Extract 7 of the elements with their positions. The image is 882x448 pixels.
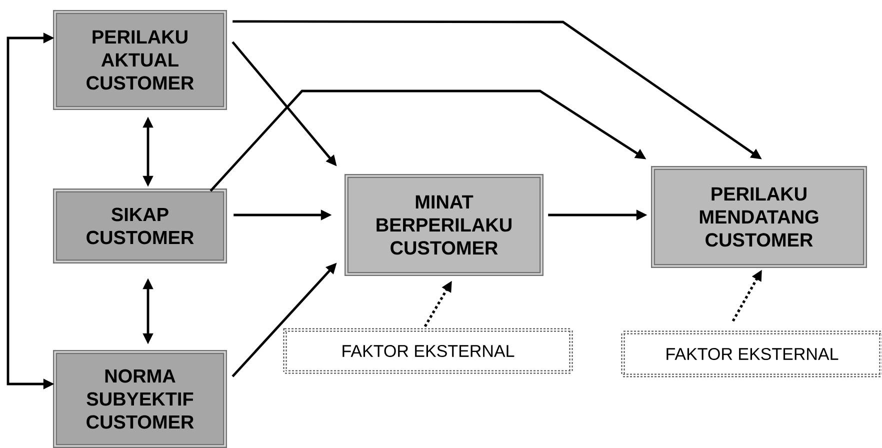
dashed-box: FAKTOR EKSTERNAL (621, 330, 882, 378)
process-box: PERILAKU MENDATANG CUSTOMER (651, 166, 867, 268)
process-box: SIKAP CUSTOMER (53, 188, 227, 264)
dashed-box: FAKTOR EKSTERNAL (283, 328, 573, 374)
process-box: PERILAKU AKTUAL CUSTOMER (53, 10, 227, 110)
process-box: MINAT BERPERILAKU CUSTOMER (344, 174, 544, 276)
process-box: NORMA SUBYEKTIF CUSTOMER (53, 350, 227, 448)
